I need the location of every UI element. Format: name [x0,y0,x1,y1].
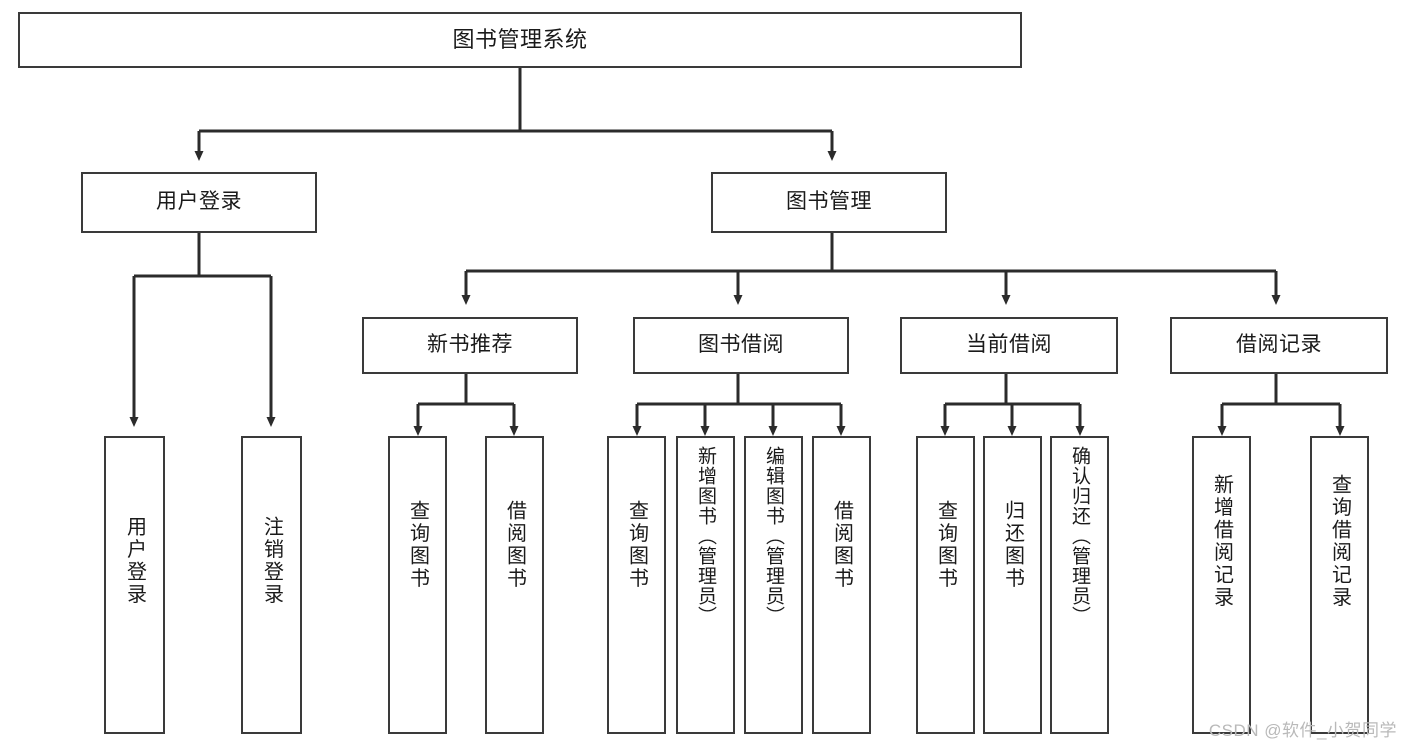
node-root-book-management-system[interactable]: 图书管理系统 [18,12,1022,68]
node-new-book-recommend[interactable]: 新书推荐 [362,317,578,374]
node-label: 新书推荐 [427,333,513,357]
leaf-add-borrow-record[interactable]: 新增借阅记录 [1192,436,1251,734]
leaf-confirm-return-admin[interactable]: 确认归还（管理员） [1050,436,1109,734]
node-label: 归还图书 [1001,500,1024,590]
node-user-login[interactable]: 用户登录 [81,172,317,233]
node-label: 图书管理 [786,190,872,214]
node-borrow-record[interactable]: 借阅记录 [1170,317,1388,374]
node-label: 新增借阅记录 [1210,474,1233,609]
leaf-add-book-admin[interactable]: 新增图书（管理员） [676,436,735,734]
node-current-borrow[interactable]: 当前借阅 [900,317,1118,374]
leaf-query-book-borrow[interactable]: 查询图书 [607,436,666,734]
node-label: 确认归还（管理员） [1069,446,1090,626]
node-label: 当前借阅 [966,333,1052,357]
leaf-logout-login[interactable]: 注销登录 [241,436,302,734]
csdn-watermark: CSDN @软件_小贺同学 [1208,721,1397,740]
leaf-query-book-recommend[interactable]: 查询图书 [388,436,447,734]
node-label: 编辑图书（管理员） [763,446,784,626]
node-label: 用户登录 [156,190,242,214]
node-book-management[interactable]: 图书管理 [711,172,947,233]
leaf-borrow-book[interactable]: 借阅图书 [812,436,871,734]
node-label: 查询图书 [934,500,957,590]
node-label: 图书借阅 [698,333,784,357]
node-label: 用户登录 [123,516,146,606]
node-label: 借阅图书 [503,500,526,590]
leaf-query-book-current[interactable]: 查询图书 [916,436,975,734]
leaf-user-login[interactable]: 用户登录 [104,436,165,734]
leaf-return-book[interactable]: 归还图书 [983,436,1042,734]
node-label: 图书管理系统 [452,27,588,53]
node-label: 注销登录 [260,516,283,606]
node-book-borrow[interactable]: 图书借阅 [633,317,849,374]
node-label: 借阅记录 [1236,333,1322,357]
node-label: 查询图书 [406,500,429,590]
node-label: 查询图书 [625,500,648,590]
leaf-edit-book-admin[interactable]: 编辑图书（管理员） [744,436,803,734]
leaf-borrow-book-recommend[interactable]: 借阅图书 [485,436,544,734]
node-label: 借阅图书 [830,500,853,590]
node-label: 查询借阅记录 [1328,474,1351,609]
node-label: 新增图书（管理员） [695,446,716,626]
leaf-query-borrow-record[interactable]: 查询借阅记录 [1310,436,1369,734]
